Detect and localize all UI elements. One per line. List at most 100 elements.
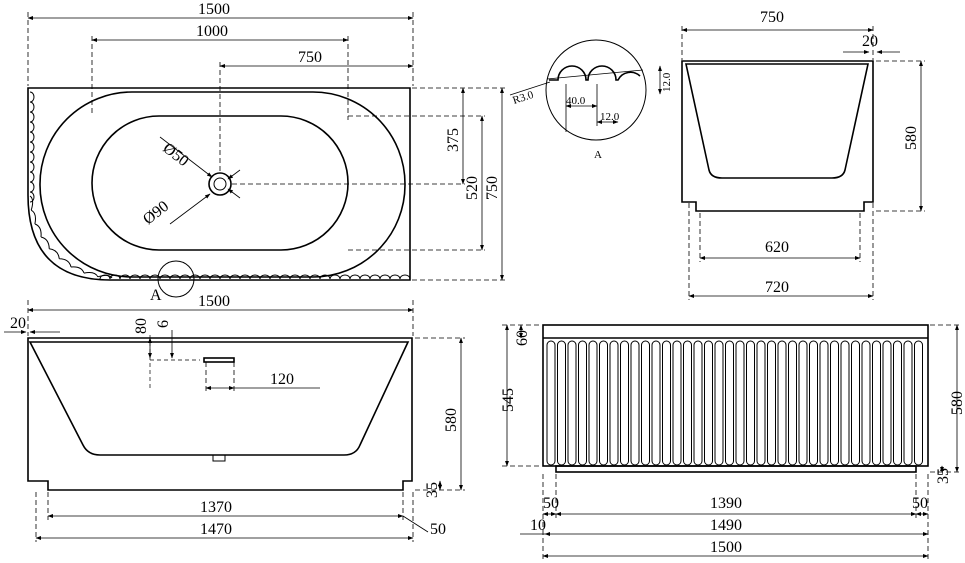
- flute: [725, 340, 734, 466]
- dim-overflow-gap: 6: [155, 320, 172, 328]
- dim-overflow-height: 80: [133, 318, 150, 334]
- leader-drain-back: [227, 169, 241, 180]
- drain-outer-circle: [208, 172, 232, 196]
- dim-back-side-offset: 10: [530, 517, 546, 534]
- end-view-outline: [681, 60, 874, 212]
- scallop-row: [99, 274, 411, 280]
- flute: [830, 340, 839, 466]
- dim-half-width: 375: [445, 128, 462, 152]
- top-view-basin: [91, 115, 349, 251]
- flute: [809, 340, 818, 466]
- dim-back-panel-height: 545: [500, 388, 517, 412]
- dim-end-height: 580: [903, 126, 920, 150]
- flute: [567, 340, 577, 466]
- detail-a-marker: A: [150, 287, 162, 304]
- dim-overall-width: 750: [484, 176, 501, 200]
- flute: [693, 340, 703, 466]
- flute: [893, 340, 902, 466]
- dim-front-height: 580: [443, 408, 460, 432]
- flute: [756, 340, 766, 466]
- detail-flute-pitch: 40.0: [566, 95, 586, 107]
- dim-back-top-band: 60: [514, 330, 531, 346]
- flute: [672, 340, 682, 466]
- overflow-slot: [203, 357, 235, 363]
- detail-a-label: A: [594, 149, 602, 161]
- drain-diameter-label: Ø50: [160, 140, 192, 170]
- flute: [788, 340, 797, 466]
- overflow-diameter-label: Ø90: [140, 198, 172, 228]
- drain-inner-circle: [213, 177, 227, 191]
- detail-a-frame: [545, 39, 647, 141]
- front-view: 1500 20 80 6 120 580 35 1370 1470 50: [4, 293, 465, 542]
- dim-end-base: 720: [765, 279, 789, 296]
- flute: [620, 340, 629, 466]
- flute: [861, 340, 871, 466]
- dim-basin-length: 1000: [196, 23, 228, 40]
- back-view-plinth: [555, 465, 917, 473]
- end-view: 750 20 580 620 720: [681, 9, 925, 300]
- back-view: 60 545 580 35 50 1390 50 10 1490 1500: [500, 324, 965, 560]
- flute: [777, 340, 787, 466]
- scallop-column: [29, 91, 113, 279]
- flute: [851, 340, 860, 466]
- dim-front-inner-base: 1370: [200, 499, 232, 516]
- leader-drain: [159, 136, 213, 178]
- flute: [557, 340, 566, 466]
- flute: [630, 340, 640, 466]
- flute: [746, 340, 755, 466]
- dim-front-base: 1470: [200, 521, 232, 538]
- dim-back-overall-length: 1500: [710, 539, 742, 556]
- flute: [588, 340, 598, 466]
- dim-front-plinth: 35: [424, 482, 441, 498]
- dim-front-rim: 20: [10, 315, 26, 332]
- flute: [798, 340, 808, 466]
- drain-outlet: [212, 454, 226, 462]
- flute: [609, 340, 619, 466]
- flute: [840, 340, 850, 466]
- flute: [599, 340, 608, 466]
- flute: [819, 340, 829, 466]
- dim-back-height: 580: [949, 391, 965, 415]
- flute: [714, 340, 724, 466]
- flute: [767, 340, 776, 466]
- top-view-outline: [27, 87, 411, 281]
- dim-drain-offset: 750: [298, 49, 322, 66]
- dim-back-left-end: 50: [543, 495, 559, 512]
- dim-overall-length: 1500: [198, 1, 230, 18]
- dim-end-top-width: 750: [760, 9, 784, 26]
- top-view: Ø50 Ø90 A 1500 1000 750 375 520 750: [27, 1, 505, 304]
- dim-back-plinth: 35: [935, 468, 952, 484]
- detail-a-circle: [157, 260, 195, 298]
- dim-end-inner-base: 620: [765, 239, 789, 256]
- flute: [683, 340, 692, 466]
- dim-overflow-width: 120: [270, 371, 294, 388]
- flute: [662, 340, 671, 466]
- detail-a-view: 40.0 12.0 R3.0 12.0 A: [509, 39, 673, 161]
- detail-flute-width: 12.0: [600, 111, 620, 123]
- front-view-inner-wall: [28, 341, 410, 456]
- left-flute-scallops: [29, 91, 113, 279]
- flute: [641, 340, 650, 466]
- flute: [578, 340, 587, 466]
- dim-basin-width: 520: [464, 176, 481, 200]
- flute: [546, 340, 556, 466]
- top-view-rim: [39, 91, 406, 278]
- bottom-flute-scallops: [99, 274, 411, 280]
- flute: [735, 340, 745, 466]
- flute: [903, 340, 913, 466]
- detail-flute-depth: 12.0: [661, 72, 673, 92]
- dim-front-inset: 50: [430, 521, 446, 538]
- flute: [882, 340, 892, 466]
- end-view-inner-wall: [685, 63, 869, 179]
- front-view-outline: [27, 337, 413, 491]
- leader-overflow-back: [227, 188, 241, 199]
- flute: [651, 340, 661, 466]
- back-view-flutes: [546, 340, 923, 466]
- dim-back-fluted-length: 1390: [710, 495, 742, 512]
- dim-front-overall-length: 1500: [198, 293, 230, 310]
- leader-overflow: [169, 193, 211, 225]
- flute: [704, 340, 713, 466]
- flute: [872, 340, 881, 466]
- detail-a-profile: [549, 65, 641, 81]
